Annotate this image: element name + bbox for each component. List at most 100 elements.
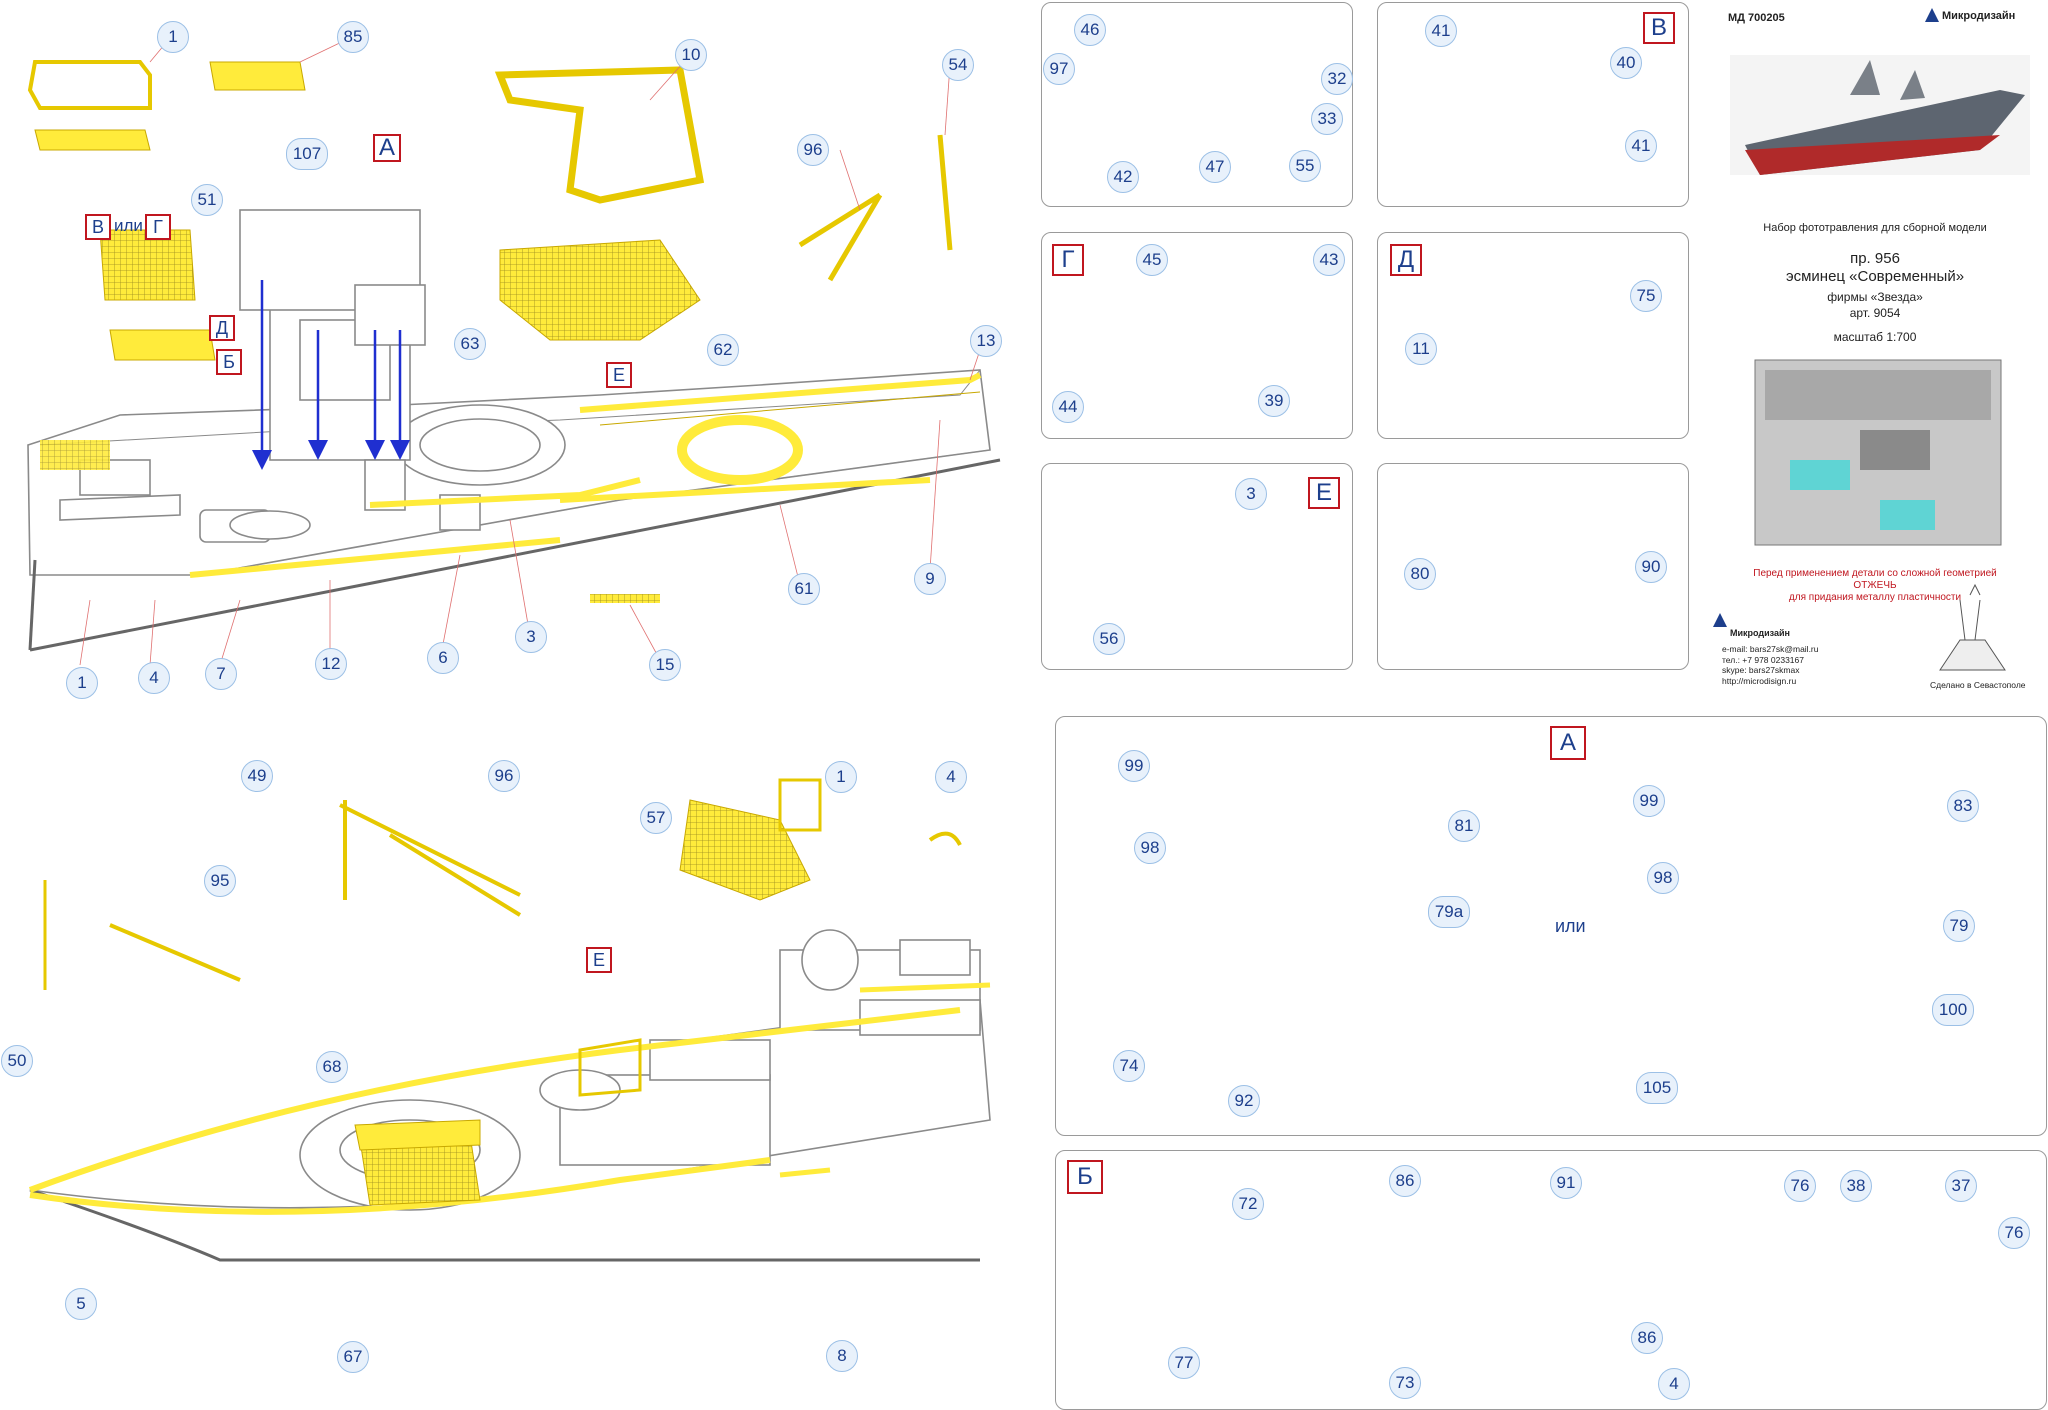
callout: 67 bbox=[337, 1341, 369, 1373]
sevastopol-emblem-icon bbox=[1939, 583, 2006, 671]
panel-a bbox=[1055, 716, 2047, 1136]
microdesign-logo-icon bbox=[1713, 8, 1939, 627]
ref-box-g: Г bbox=[145, 214, 171, 240]
callout: 96 bbox=[488, 760, 520, 792]
callout: 74 bbox=[1113, 1050, 1145, 1082]
panel-g-title: Г bbox=[1052, 244, 1084, 276]
callout: 86 bbox=[1631, 1322, 1663, 1354]
ref-box-v: В bbox=[85, 214, 111, 240]
callout: 55 bbox=[1289, 150, 1321, 182]
callout: 47 bbox=[1199, 151, 1231, 183]
callout: 7 bbox=[205, 658, 237, 690]
panel-e-title: Е bbox=[1308, 477, 1340, 509]
contact-skype: skype: bars27skmax bbox=[1722, 665, 1800, 675]
callout: 77 bbox=[1168, 1347, 1200, 1379]
callout: 4 bbox=[138, 662, 170, 694]
callout: 32 bbox=[1321, 63, 1353, 95]
callout: 98 bbox=[1134, 832, 1166, 864]
callout: 37 bbox=[1945, 1170, 1977, 1202]
callout: 42 bbox=[1107, 161, 1139, 193]
callout: 9 bbox=[914, 563, 946, 595]
callout: 38 bbox=[1840, 1170, 1872, 1202]
callout: 79 bbox=[1943, 910, 1975, 942]
callout: 99 bbox=[1118, 750, 1150, 782]
callout: 63 bbox=[454, 328, 486, 360]
callout: 85 bbox=[337, 21, 369, 53]
made-in: Сделано в Севастополе bbox=[1930, 680, 2026, 690]
callout: 105 bbox=[1636, 1072, 1678, 1104]
callout: 76 bbox=[1998, 1217, 2030, 1249]
panel-b-title: Б bbox=[1067, 1160, 1103, 1194]
assembly-arrows bbox=[252, 280, 410, 470]
callout: 79а bbox=[1428, 896, 1470, 928]
callout: 62 bbox=[707, 334, 739, 366]
panel-g bbox=[1041, 232, 1353, 439]
callout: 39 bbox=[1258, 385, 1290, 417]
callout: 1 bbox=[66, 667, 98, 699]
callout: 5 bbox=[65, 1288, 97, 1320]
contact-phone: тел.: +7 978 0233167 bbox=[1722, 654, 1804, 665]
contact-url: http://microdisign.ru bbox=[1722, 675, 1797, 686]
callout: 98 bbox=[1647, 862, 1679, 894]
callout: 4 bbox=[935, 761, 967, 793]
callout: 92 bbox=[1228, 1085, 1260, 1117]
product-code: МД 700205 bbox=[1728, 12, 1785, 24]
callout: 44 bbox=[1052, 391, 1084, 423]
callout: 91 bbox=[1550, 1167, 1582, 1199]
contacts: e-mail: bars27sk@mail.ru тел.: +7 978 02… bbox=[1722, 644, 1819, 686]
ref-box-e-bow: Е bbox=[586, 947, 612, 973]
callout: 41 bbox=[1625, 130, 1657, 162]
callout: 11 bbox=[1405, 333, 1437, 365]
ref-box-d: Д bbox=[209, 315, 235, 341]
callout: 107 bbox=[286, 138, 328, 170]
callout: 56 bbox=[1093, 623, 1125, 655]
kit-maker: фирмы «Звезда» bbox=[1827, 290, 1923, 304]
kit-article: арт. 9054 bbox=[1849, 306, 1901, 320]
or-text: или bbox=[114, 216, 143, 235]
callout: 43 bbox=[1313, 244, 1345, 276]
stern-railings bbox=[40, 372, 982, 603]
brand-name: Микродизайн bbox=[1942, 10, 2016, 22]
callout: 3 bbox=[515, 621, 547, 653]
panel-a-title: А bbox=[1550, 726, 1586, 760]
callout: 90 bbox=[1635, 551, 1667, 583]
callout: 100 bbox=[1932, 994, 1974, 1026]
scale: масштаб 1:700 bbox=[1833, 330, 1917, 344]
callout: 96 bbox=[797, 134, 829, 166]
callout: 49 bbox=[241, 760, 273, 792]
callout: 68 bbox=[316, 1051, 348, 1083]
panel-d-title: Д bbox=[1390, 244, 1422, 276]
callout: 72 bbox=[1232, 1188, 1264, 1220]
callout: 80 bbox=[1404, 558, 1436, 590]
ship-photo bbox=[1730, 55, 2030, 175]
callout: 40 bbox=[1610, 47, 1642, 79]
leader-lines bbox=[79, 37, 986, 666]
callout: 3 bbox=[1235, 478, 1267, 510]
stern-mast-parts bbox=[27, 60, 953, 361]
callout: 83 bbox=[1947, 790, 1979, 822]
callout: 50 bbox=[1, 1045, 33, 1077]
callout: 33 bbox=[1311, 103, 1343, 135]
ship-name: эсминец «Современный» bbox=[1785, 268, 1965, 285]
callout: 4 bbox=[1658, 1368, 1690, 1400]
contact-email: e-mail: bars27sk@mail.ru bbox=[1722, 644, 1819, 654]
callout: 81 bbox=[1448, 810, 1480, 842]
callout: 45 bbox=[1136, 244, 1168, 276]
callout: 57 bbox=[640, 802, 672, 834]
brand-name-footer: Микродизайн bbox=[1730, 628, 1790, 638]
callout: 8 bbox=[826, 1340, 858, 1372]
set-title: Набор фототравления для сборной модели bbox=[1763, 222, 1987, 234]
callout: 46 bbox=[1074, 14, 1106, 46]
callout: 76 bbox=[1784, 1170, 1816, 1202]
callout: 95 bbox=[204, 865, 236, 897]
ref-box-b: Б bbox=[216, 349, 242, 375]
callout: 99 bbox=[1633, 785, 1665, 817]
callout: 54 bbox=[942, 49, 974, 81]
bow-railings bbox=[28, 778, 991, 1215]
ref-box-e: Е bbox=[606, 362, 632, 388]
project-number: пр. 956 bbox=[1850, 250, 1900, 267]
callout: 51 bbox=[191, 184, 223, 216]
warning-line3: для придания металлу пластичности bbox=[1788, 592, 1962, 603]
callout: 86 bbox=[1389, 1165, 1421, 1197]
callout: 75 bbox=[1630, 280, 1662, 312]
